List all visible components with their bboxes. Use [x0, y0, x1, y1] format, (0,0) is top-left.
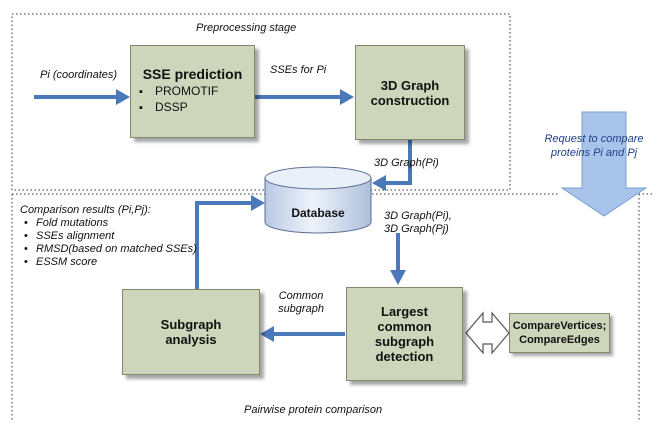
pi-coordinates-label: Pi (coordinates)	[40, 69, 118, 81]
tool-item: DSSP	[139, 100, 218, 116]
subgraph-analysis-box: Subgraph analysis	[122, 289, 260, 375]
arrow-sse-to-graph	[255, 89, 354, 105]
common-subgraph-line: subgraph	[278, 303, 324, 315]
sse-prediction-box: SSE prediction PROMOTIF DSSP	[130, 45, 255, 138]
graph-construction-box: 3D Graph construction	[355, 45, 465, 140]
result-item: ESSM score	[24, 256, 197, 269]
request-arrow	[560, 111, 648, 217]
lcs-detection-line: subgraph	[374, 334, 435, 349]
arrow-lcs-to-analysis	[260, 326, 345, 342]
lcs-detection-line: Largest	[381, 304, 428, 319]
lcs-detection-line: common	[377, 319, 432, 334]
comparison-results-title: Comparison results (Pi,Pj):	[20, 204, 151, 216]
sses-for-pi-label: SSEs for Pi	[270, 64, 327, 76]
compare-edges-label: CompareEdges	[519, 334, 600, 346]
request-line: proteins Pi and Pj	[550, 147, 638, 159]
graph-pi-label: 3D Graph(Pi)	[374, 157, 439, 169]
sse-tools-list: PROMOTIF DSSP	[139, 84, 218, 116]
common-subgraph-line: Common	[278, 290, 324, 302]
double-arrow-lcs-compare	[465, 311, 510, 355]
common-subgraph-label: Common subgraph	[276, 290, 326, 316]
arrow-analysis-to-database	[195, 195, 265, 289]
database-label: Database	[291, 206, 345, 220]
graph-pair-line: 3D Graph(Pj)	[384, 223, 449, 235]
graph-construction-line: construction	[370, 92, 450, 108]
subgraph-analysis-line: analysis	[165, 332, 217, 347]
tool-item: PROMOTIF	[139, 84, 218, 100]
compare-functions-box: CompareVertices; CompareEdges	[509, 313, 610, 353]
request-line: Request to compare	[544, 133, 644, 145]
request-label: Request to compare proteins Pi and Pj	[532, 132, 656, 160]
compare-vertices-label: CompareVertices;	[512, 320, 607, 332]
result-item: RMSD(based on matched SSEs)	[24, 243, 197, 256]
subgraph-analysis-line: Subgraph	[160, 317, 222, 332]
arrow-input-to-sse	[34, 89, 130, 105]
preprocessing-stage-boundary	[11, 13, 511, 191]
sse-prediction-title: SSE prediction	[142, 66, 243, 82]
arrow-database-to-lcs	[390, 233, 406, 285]
comparison-results: Comparison results (Pi,Pj): Fold mutatio…	[20, 204, 197, 269]
graph-construction-line: 3D Graph	[380, 77, 440, 93]
result-item: SSEs alignment	[24, 230, 197, 243]
result-item: Fold mutations	[24, 217, 197, 230]
pairwise-stage-label: Pairwise protein comparison	[244, 404, 383, 416]
preprocessing-stage-label: Preprocessing stage	[196, 22, 297, 34]
lcs-detection-box: Largest common subgraph detection	[346, 287, 463, 381]
graph-pair-label: 3D Graph(Pi), 3D Graph(Pj)	[384, 210, 452, 236]
graph-pair-line: 3D Graph(Pi),	[384, 210, 452, 222]
database-cylinder	[264, 166, 372, 234]
lcs-detection-line: detection	[375, 349, 434, 364]
arrow-graph-to-database	[372, 140, 412, 191]
comparison-results-list: Fold mutations SSEs alignment RMSD(based…	[24, 217, 197, 269]
